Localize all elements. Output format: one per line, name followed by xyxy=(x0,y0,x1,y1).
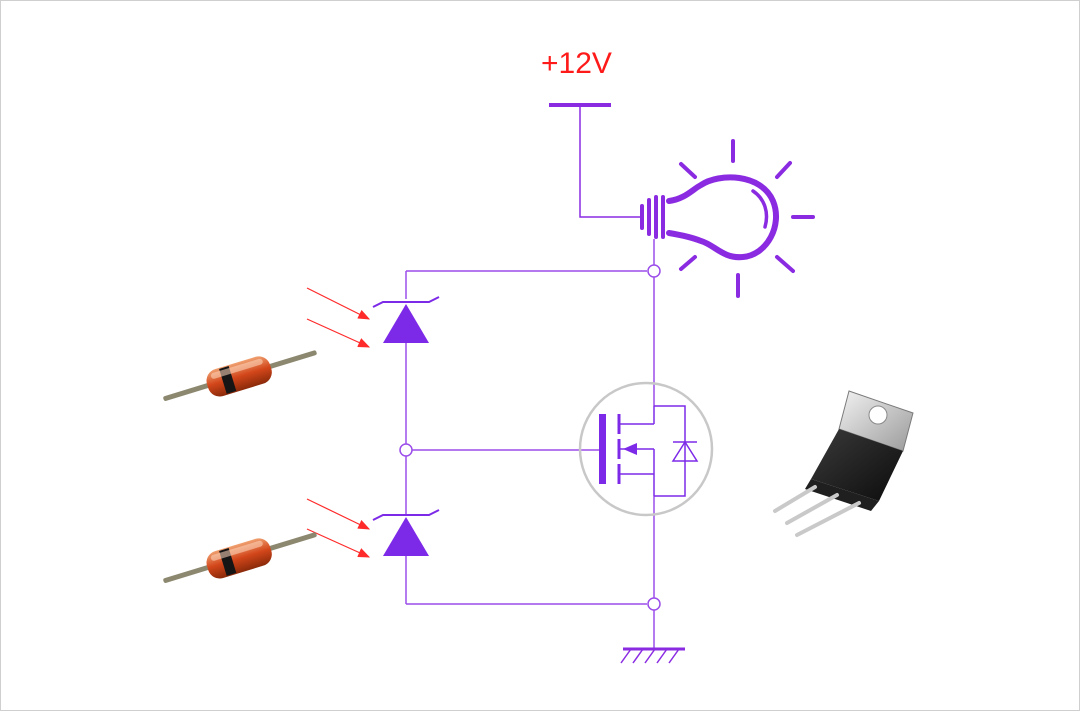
photodiode-upper xyxy=(306,287,440,348)
supply-voltage-label: +12V xyxy=(541,47,612,80)
n-channel-mosfet-icon xyxy=(578,381,714,517)
junction-nodes xyxy=(399,264,661,611)
light-bulb-icon xyxy=(640,139,815,298)
photodiode-lower xyxy=(306,498,440,558)
circuit-wires xyxy=(405,239,655,649)
glass-diode-photo-lower xyxy=(163,532,317,583)
supply-rail xyxy=(549,103,641,218)
glass-diode-photo-upper xyxy=(163,350,317,401)
to220-transistor-photo xyxy=(773,390,914,537)
ground-icon xyxy=(620,647,685,664)
